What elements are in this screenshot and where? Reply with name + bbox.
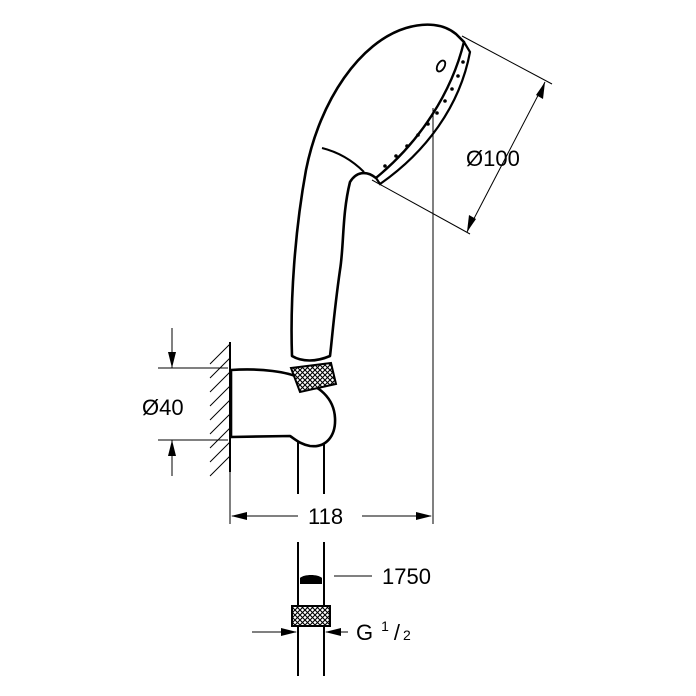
head-junction-line [321,147,365,173]
hose-end-fitting [291,542,331,676]
holder-knurl [289,361,338,394]
projection-label: 118 [308,504,343,529]
wall-hatching [209,343,231,477]
thread-label: G 1 / 2 [356,618,411,645]
dimension-head-diameter [371,35,553,235]
spray-mode-marker [435,59,447,73]
hose-length-label: 1750 [382,564,431,589]
holder-diameter-label: Ø40 [142,395,184,420]
head-diameter-label: Ø100 [466,146,520,171]
spray-nozzles [383,60,465,168]
dimension-holder-diameter [158,328,228,476]
dimension-thread [252,628,348,636]
wall [209,342,231,477]
hand-shower-body [290,23,466,362]
dimension-projection [229,472,432,524]
